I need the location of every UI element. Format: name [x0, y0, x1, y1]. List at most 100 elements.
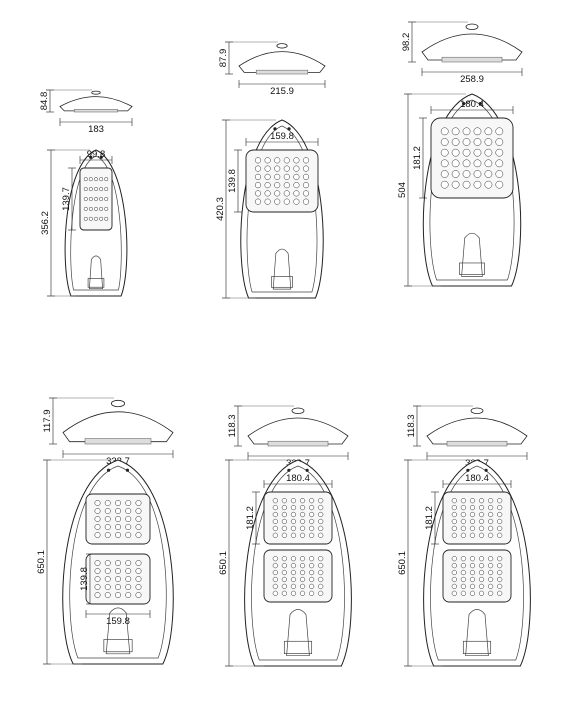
led-lens — [254, 182, 262, 189]
led-lens — [302, 198, 310, 205]
mounting-hole — [106, 468, 111, 472]
led-lens — [135, 500, 142, 506]
led-lens — [451, 138, 460, 146]
led-lens — [460, 518, 467, 525]
led-lens — [497, 569, 503, 576]
led-lens — [272, 498, 278, 504]
led-lens — [497, 590, 503, 596]
housing-inner-outline — [246, 125, 318, 293]
led-module-frame — [263, 549, 333, 603]
mounting-hole — [462, 102, 466, 106]
led-lens — [495, 138, 504, 146]
led-lens — [254, 190, 262, 197]
led-lens — [487, 590, 494, 596]
led-lens — [281, 525, 288, 532]
mounting-hole — [273, 127, 277, 131]
led-lens — [318, 532, 324, 538]
led-lens — [440, 138, 449, 146]
led-lens — [104, 516, 111, 522]
led-lens — [135, 508, 142, 514]
led-lens — [473, 138, 482, 146]
led-lens — [281, 498, 288, 504]
pole-clamp — [465, 609, 489, 657]
led-lens — [440, 170, 449, 178]
module-height-dimension: 181.2 — [412, 117, 427, 199]
led-lens — [497, 562, 503, 569]
led-lens — [318, 583, 324, 590]
dimension-label: 139.7 — [61, 187, 72, 211]
led-lens — [115, 584, 121, 590]
led-lens — [125, 560, 132, 566]
dimension-label: 98.2 — [401, 33, 412, 52]
pole-clamp — [272, 248, 292, 290]
led-lens — [125, 592, 132, 598]
led-lens — [478, 569, 485, 576]
heatsink-fins — [441, 56, 503, 63]
led-lens — [299, 562, 306, 569]
led-lens — [104, 187, 109, 192]
side-view — [421, 23, 523, 63]
side-height-dimension: 117.9 — [42, 397, 57, 445]
led-lens — [318, 569, 324, 576]
led-lens — [88, 197, 93, 201]
clamp-bracket — [462, 640, 492, 654]
led-lens — [460, 525, 467, 532]
led-lens — [272, 532, 278, 538]
led-lens — [274, 165, 281, 172]
led-lens — [94, 508, 101, 514]
led-lens — [125, 576, 132, 582]
side-height-dimension: 98.2 — [401, 21, 416, 63]
led-lens — [308, 518, 315, 525]
module-height-dimension: 181.2 — [245, 491, 260, 545]
housing-inner-outline — [430, 465, 524, 661]
led-lens — [83, 216, 88, 221]
top-cap — [91, 90, 101, 95]
led-lens — [451, 511, 457, 518]
led-lens — [487, 511, 494, 518]
dimension-label: 650.1 — [218, 551, 229, 575]
led-lens — [451, 576, 457, 583]
led-lens — [293, 173, 300, 180]
led-lens — [451, 180, 460, 189]
dimension-label: 650.1 — [36, 550, 47, 574]
led-lens — [135, 516, 142, 522]
led-module-frame — [245, 149, 319, 213]
mounting-hole — [287, 127, 291, 131]
dimension-label: 356.2 — [40, 211, 51, 235]
led-lens — [293, 182, 300, 189]
led-lens — [484, 170, 493, 178]
led-lens — [99, 206, 104, 211]
led-lens — [451, 532, 457, 538]
overall-length-dimension: 420.3 — [215, 119, 230, 299]
housing-inner-outline — [429, 99, 515, 281]
led-lens — [274, 190, 281, 197]
led-lens — [460, 498, 467, 504]
led-lens — [283, 165, 290, 172]
led-lens — [293, 190, 300, 197]
led-lens — [104, 576, 111, 582]
led-lens — [283, 173, 290, 180]
led-lens — [125, 524, 132, 530]
led-lens — [469, 556, 476, 562]
overall-length-dimension: 356.2 — [40, 149, 55, 297]
led-lens — [83, 177, 88, 182]
side-view — [59, 90, 133, 113]
side-view — [426, 407, 528, 447]
module-width-dimension: 180.4 — [430, 99, 514, 114]
led-lens — [299, 576, 306, 583]
led-lens — [308, 498, 315, 504]
led-lens — [451, 525, 457, 532]
led-lens — [497, 556, 503, 562]
led-lens — [478, 498, 485, 504]
overall-length-dimension: 504 — [397, 93, 412, 287]
led-lens — [94, 584, 101, 590]
led-lens — [290, 562, 297, 569]
led-lens — [460, 576, 467, 583]
led-lens — [462, 170, 471, 178]
led-lens — [451, 518, 457, 525]
led-lens — [460, 511, 467, 518]
led-lens — [135, 532, 142, 538]
led-lens — [83, 187, 88, 192]
led-lens — [264, 182, 271, 189]
